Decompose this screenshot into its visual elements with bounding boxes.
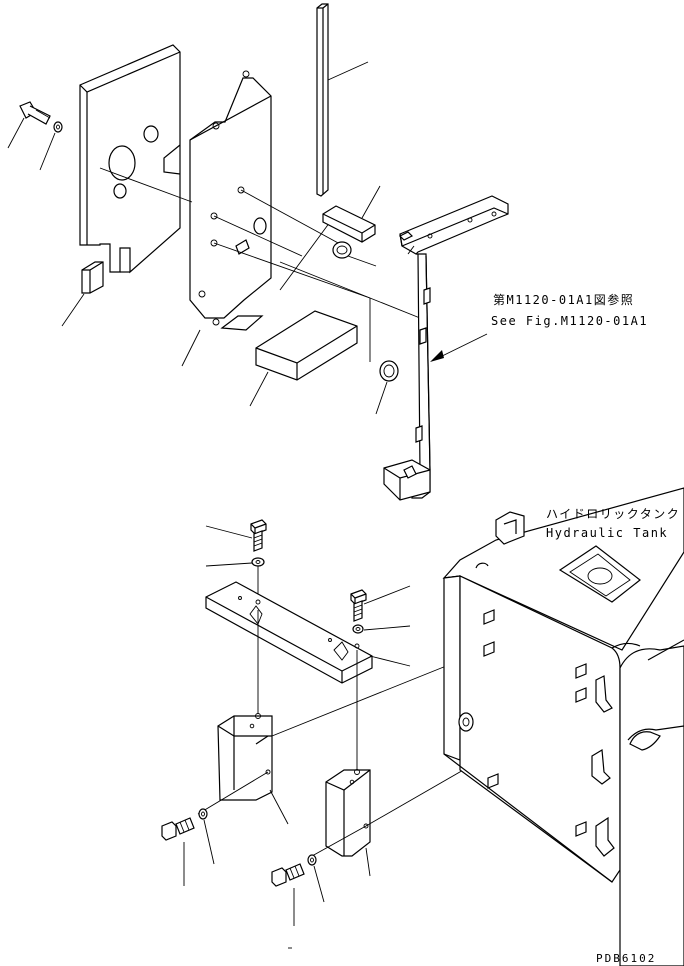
leader-washer-lower-top [205,562,253,567]
mounting-plate [205,581,373,684]
leader-bracket-sheet [181,329,201,367]
vertical-bar [316,3,329,197]
hydraulic-tank [442,487,684,966]
reference-label-jp: 第M1120-01A1図参照 [493,292,634,307]
leader-small-block [361,185,381,219]
support-stay [383,195,509,501]
tank-label-en: Hydraulic Tank [546,526,668,540]
bracket-sheet [189,70,272,331]
leader-foam-pad [249,371,269,407]
washer-lower-right [352,624,364,634]
leader-grommet-lower [375,381,388,415]
washer-upper-left [53,121,63,133]
leader-angle-bracket-left [269,789,289,825]
grommet-upper [332,241,352,259]
leader-washer-bottom-right [313,865,325,903]
foam-pad [255,310,358,381]
leader-vertical-bar [327,61,369,81]
tank-label-jp: ハイドロリックタンク [546,507,680,521]
leader-washer-upper [39,132,56,171]
cover-plate [79,44,181,274]
reference-label-en: See Fig.M1120-01A1 [491,314,648,328]
bolt-bottom-left [161,817,195,841]
bolt-upper-left [19,101,51,125]
reference-arrow [430,333,488,362]
leader-grommet-upper [347,255,377,267]
assembly-lines [99,167,421,362]
leader-bolt-lower-right [363,585,411,605]
leader-angle-bracket-right [365,847,371,877]
small-block [322,205,376,243]
angle-bracket-right [325,769,371,857]
leader-mounting-plate [369,655,411,667]
small-spacer [81,261,104,294]
washer-bottom-right [307,854,317,866]
leader-spacer [61,293,85,327]
bolt-lower-right [350,589,367,622]
washer-bottom-left [198,808,208,820]
leader-washer-bottom-left [203,819,215,865]
washer-lower-top [251,557,265,567]
grommet-lower [379,360,399,382]
leader-bolt-lower-top [205,525,253,539]
bolt-lower-top [250,519,267,552]
drawing-code: PDB6102 [596,952,656,965]
leader-bolt-upper [7,117,25,149]
leader-washer-lower-right [363,625,411,631]
angle-bracket-left [217,713,273,801]
bolt-bottom-right [271,863,305,887]
